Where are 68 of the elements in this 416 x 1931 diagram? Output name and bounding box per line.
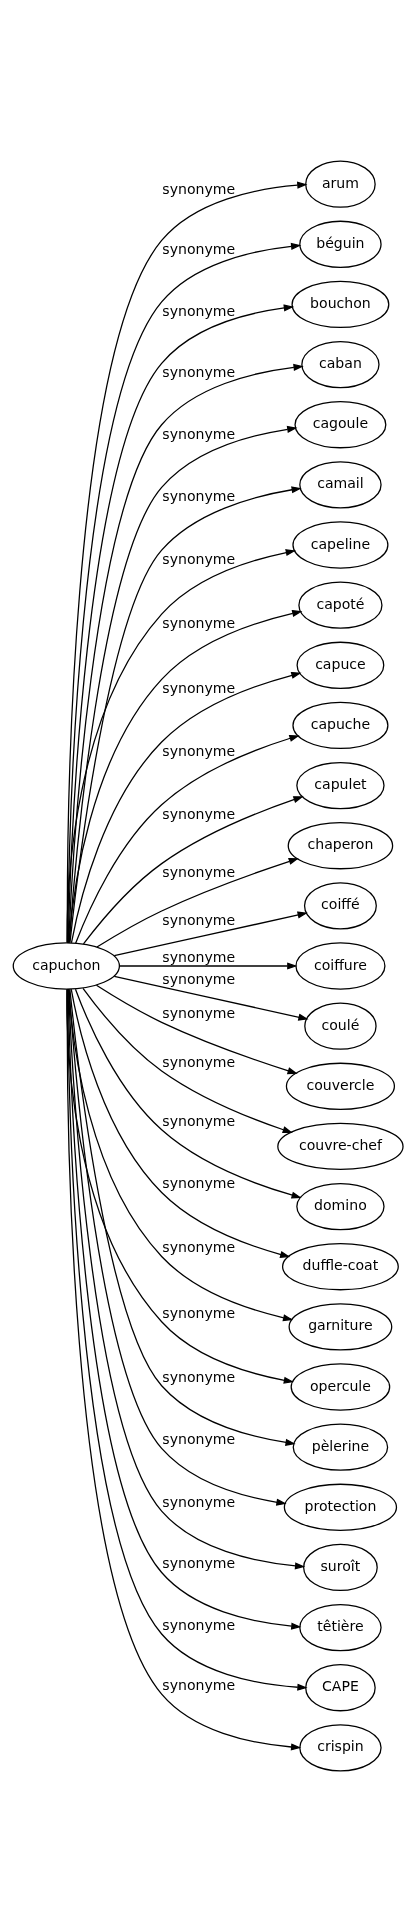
edge-label: synonyme [162, 1616, 236, 1633]
arrow [119, 961, 298, 970]
edge-label: synonyme [162, 742, 236, 759]
edge-label: synonyme [162, 863, 236, 880]
arrow [113, 911, 308, 956]
node-ellipse: capeline [292, 520, 389, 569]
node-ellipse: suroît [303, 1543, 378, 1591]
node-ellipse: capulet [296, 761, 385, 809]
node-ellipse: camail [299, 460, 382, 509]
arrow [70, 988, 291, 1258]
arrow [82, 795, 304, 945]
edge-label: synonyme [162, 425, 236, 442]
node-ellipse: capuchon [12, 941, 121, 990]
edge-label: synonyme [162, 1238, 236, 1255]
edge-label: synonyme [162, 1554, 236, 1571]
edge-label: synonyme [162, 240, 236, 257]
arrow [66, 548, 296, 943]
arrow [82, 987, 293, 1133]
arrow [69, 988, 296, 1446]
edge-label: synonyme [162, 1053, 236, 1070]
edge-label: synonyme [162, 614, 236, 631]
node-ellipse: coiffure [295, 941, 386, 990]
edge-label: synonyme [162, 1304, 236, 1321]
node-ellipse: crispin [299, 1723, 382, 1772]
arrow [68, 988, 287, 1506]
arrow [95, 984, 298, 1074]
edge-label: synonyme [162, 1430, 236, 1447]
edge-label: synonyme [162, 1004, 236, 1021]
arrow [75, 734, 300, 944]
arrow [113, 975, 309, 1021]
node-ellipse: capuche [292, 701, 389, 749]
edge-label: synonyme [162, 363, 236, 380]
node-ellipse: garniture [288, 1302, 393, 1351]
node-ellipse: arum [305, 160, 376, 208]
node-ellipse: coiffé [303, 881, 377, 930]
node-ellipse: protection [283, 1483, 398, 1531]
edge-label: synonyme [162, 180, 236, 197]
node-ellipse: capuce [296, 641, 385, 689]
node-ellipse: cagoule [294, 400, 387, 448]
edge-label: synonyme [162, 487, 236, 504]
arrow [66, 988, 294, 1384]
node-ellipse: caban [301, 340, 380, 388]
node-ellipse: têtière [299, 1603, 382, 1651]
edge-label: synonyme [162, 302, 236, 319]
edge-label: synonyme [162, 1368, 236, 1385]
edge-label: synonyme [162, 970, 236, 987]
arrow [96, 857, 299, 948]
arrow [74, 988, 302, 1199]
edge-label: synonyme [162, 679, 236, 696]
node-ellipse: béguin [299, 220, 382, 268]
node-ellipse: domino [296, 1182, 385, 1230]
arrow [68, 988, 294, 1321]
node-ellipse: CAPE [305, 1663, 376, 1711]
edge-label: synonyme [162, 911, 236, 928]
arrow [68, 609, 303, 943]
edge-label: synonyme [162, 1174, 236, 1191]
edge-label: synonyme [162, 1493, 236, 1510]
node-ellipse: capoté [298, 580, 383, 629]
edge-label: synonyme [162, 948, 236, 965]
node-ellipse: bouchon [291, 280, 390, 328]
edge-label: synonyme [162, 550, 236, 567]
node-ellipse: coulé [304, 1001, 377, 1050]
arrow [70, 671, 302, 943]
edge-label: synonyme [162, 805, 236, 822]
edge-label: synonyme [162, 1112, 236, 1129]
node-ellipse: opercule [290, 1362, 391, 1411]
node-ellipse: pèlerine [292, 1422, 389, 1471]
edge-label: synonyme [162, 1676, 236, 1693]
